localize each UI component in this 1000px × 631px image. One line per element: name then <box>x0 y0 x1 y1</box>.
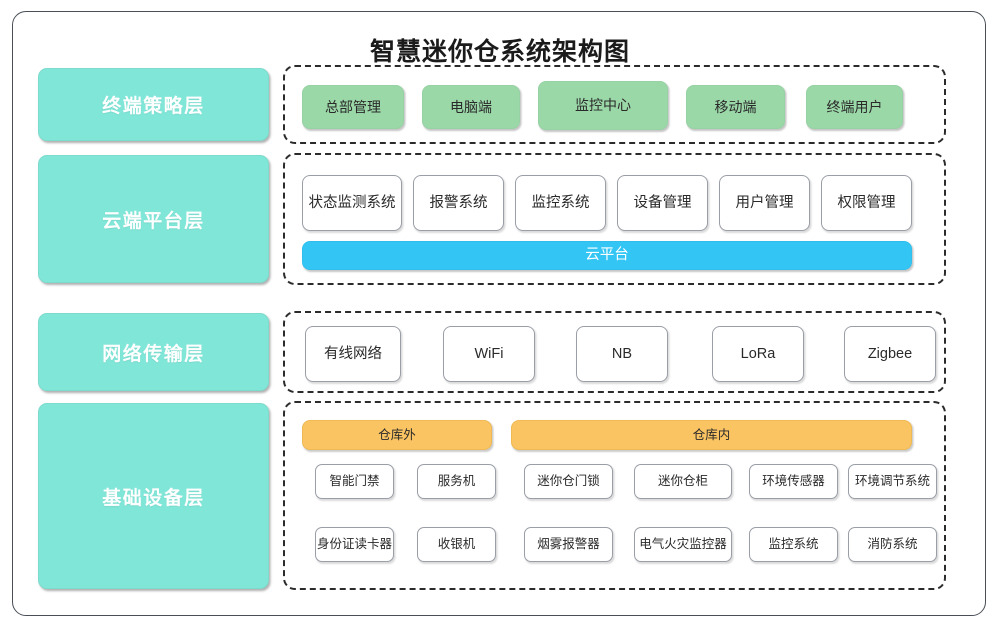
node-environment-sensor[interactable]: 环境传感器 <box>749 464 838 499</box>
node-nb-iot[interactable]: NB <box>576 326 668 382</box>
node-cash-register[interactable]: 收银机 <box>417 527 496 562</box>
node-wired-network[interactable]: 有线网络 <box>305 326 401 382</box>
node-user-management[interactable]: 用户管理 <box>719 175 810 231</box>
node-zigbee[interactable]: Zigbee <box>844 326 936 382</box>
layer-label-network-transmission: 网络传输层 <box>38 313 269 391</box>
zone-header-inside-warehouse[interactable]: 仓库内 <box>511 420 912 450</box>
layer-label-terminal-strategy: 终端策略层 <box>38 68 269 141</box>
node-surveillance-system[interactable]: 监控系统 <box>515 175 606 231</box>
node-status-monitoring-system[interactable]: 状态监测系统 <box>302 175 402 231</box>
node-monitoring-center[interactable]: 监控中心 <box>538 81 668 130</box>
node-permission-management[interactable]: 权限管理 <box>821 175 912 231</box>
node-lora[interactable]: LoRa <box>712 326 804 382</box>
node-surveillance-system-device[interactable]: 监控系统 <box>749 527 838 562</box>
node-end-user[interactable]: 终端用户 <box>806 85 903 129</box>
node-mobile-client[interactable]: 移动端 <box>686 85 785 129</box>
node-service-machine[interactable]: 服务机 <box>417 464 496 499</box>
layer-group-infrastructure: 仓库外 仓库内 智能门禁 服务机 迷你仓门锁 迷你仓柜 环境传感器 环境调节系统… <box>283 401 946 590</box>
diagram-frame: 智慧迷你仓系统架构图 终端策略层 总部管理 电脑端 监控中心 移动端 终端用户 … <box>12 11 986 616</box>
node-headquarters-management[interactable]: 总部管理 <box>302 85 404 129</box>
node-mini-storage-cabinet[interactable]: 迷你仓柜 <box>634 464 732 499</box>
zone-header-outside-warehouse[interactable]: 仓库外 <box>302 420 492 450</box>
node-alarm-system[interactable]: 报警系统 <box>413 175 504 231</box>
node-wifi[interactable]: WiFi <box>443 326 535 382</box>
layer-label-infrastructure: 基础设备层 <box>38 403 269 589</box>
node-electrical-fire-monitor[interactable]: 电气火灾监控器 <box>634 527 732 562</box>
node-cloud-platform-bar[interactable]: 云平台 <box>302 241 912 270</box>
node-environment-regulation-system[interactable]: 环境调节系统 <box>848 464 937 499</box>
page-title: 智慧迷你仓系统架构图 <box>369 38 630 66</box>
layer-group-network-transmission: 有线网络 WiFi NB LoRa Zigbee <box>283 311 946 393</box>
node-mini-storage-door-lock[interactable]: 迷你仓门锁 <box>524 464 613 499</box>
layer-group-terminal-strategy: 总部管理 电脑端 监控中心 移动端 终端用户 <box>283 65 946 144</box>
layer-group-cloud-platform: 状态监测系统 报警系统 监控系统 设备管理 用户管理 权限管理 云平台 <box>283 153 946 285</box>
node-id-card-reader[interactable]: 身份证读卡器 <box>315 527 394 562</box>
node-device-management[interactable]: 设备管理 <box>617 175 708 231</box>
node-smoke-alarm[interactable]: 烟雾报警器 <box>524 527 613 562</box>
node-fire-protection-system[interactable]: 消防系统 <box>848 527 937 562</box>
watermark <box>620 606 950 630</box>
node-smart-access-control[interactable]: 智能门禁 <box>315 464 394 499</box>
layer-label-cloud-platform: 云端平台层 <box>38 155 269 283</box>
node-pc-client[interactable]: 电脑端 <box>422 85 520 129</box>
